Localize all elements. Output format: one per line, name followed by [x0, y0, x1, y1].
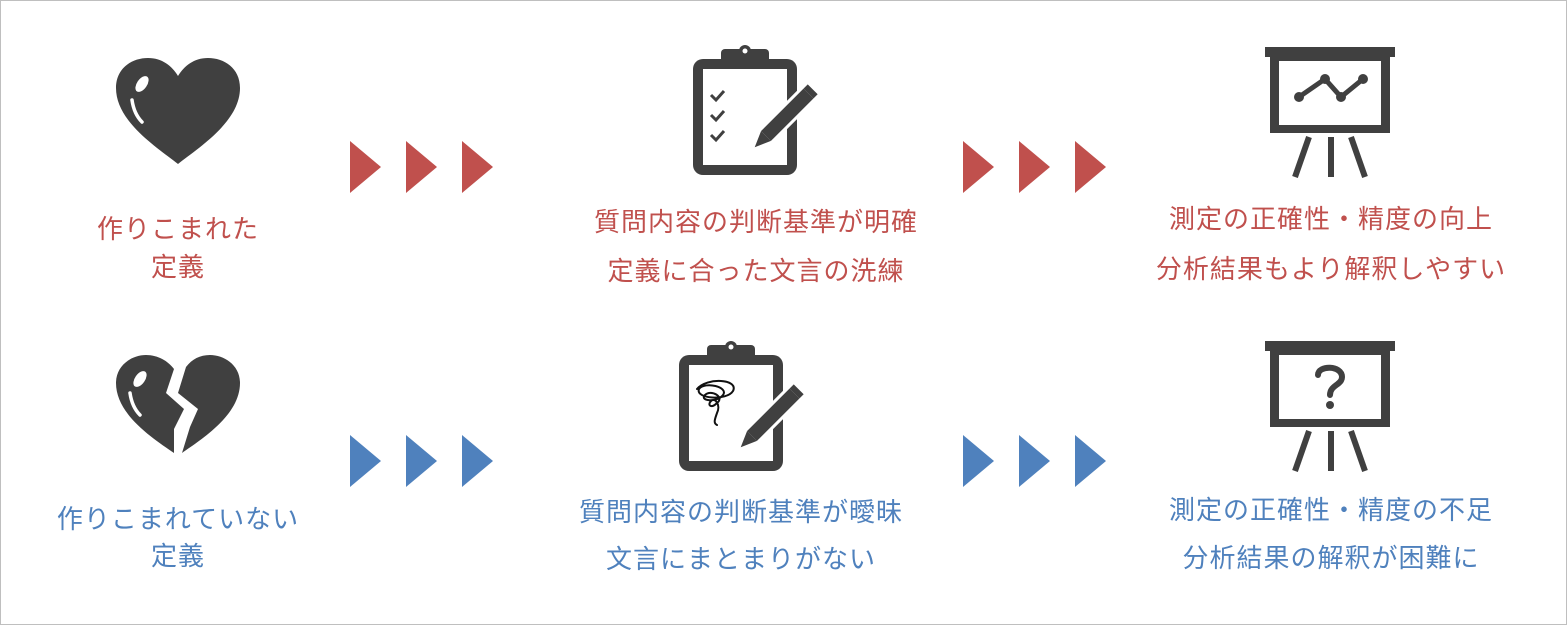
arrow-chevron: [406, 141, 437, 193]
arrow-chevron: [462, 141, 493, 193]
bad-definition-line2: 定義: [150, 542, 205, 572]
presentation-chart-icon: [1263, 45, 1399, 179]
good-results-line2: 分析結果もより解釈しやすい: [1155, 255, 1507, 285]
arrow-chevron: [1019, 435, 1050, 487]
bad-results-line2: 分析結果の解釈が困難に: [1182, 544, 1480, 574]
arrow-chevron: [1019, 141, 1050, 193]
arrow-group-top-2: [961, 141, 1109, 193]
good-questions-line2: 定義に合った文言の洗練: [607, 257, 905, 287]
arrow-chevron: [350, 435, 381, 487]
clipboard-checklist-icon: [691, 43, 821, 179]
clipboard-scribble-icon: [677, 339, 807, 475]
good-questions-line1: 質問内容の判断基準が明確: [593, 208, 918, 238]
good-definition-line2: 定義: [150, 253, 205, 283]
bad-questions-line2: 文言にまとまりがない: [605, 545, 876, 575]
arrow-chevron: [462, 435, 493, 487]
arrow-chevron: [406, 435, 437, 487]
broken-heart-icon: [114, 353, 242, 457]
arrow-group-top-1: [348, 141, 496, 193]
arrow-group-bottom-1: [348, 435, 496, 487]
presentation-question-icon: [1263, 339, 1399, 473]
arrow-chevron: [963, 435, 994, 487]
arrow-chevron: [1075, 435, 1106, 487]
arrow-chevron: [1075, 141, 1106, 193]
heart-icon: [114, 56, 242, 168]
arrow-group-bottom-2: [961, 435, 1109, 487]
bad-definition-line1: 作りこまれていない: [56, 505, 300, 535]
good-definition-line1: 作りこまれた: [96, 215, 259, 245]
arrow-chevron: [350, 141, 381, 193]
bad-results-line1: 測定の正確性・精度の不足: [1168, 496, 1493, 526]
arrow-chevron: [963, 141, 994, 193]
good-results-line1: 測定の正確性・精度の向上: [1168, 205, 1493, 235]
bad-questions-line1: 質問内容の判断基準が曖昧: [578, 498, 903, 528]
